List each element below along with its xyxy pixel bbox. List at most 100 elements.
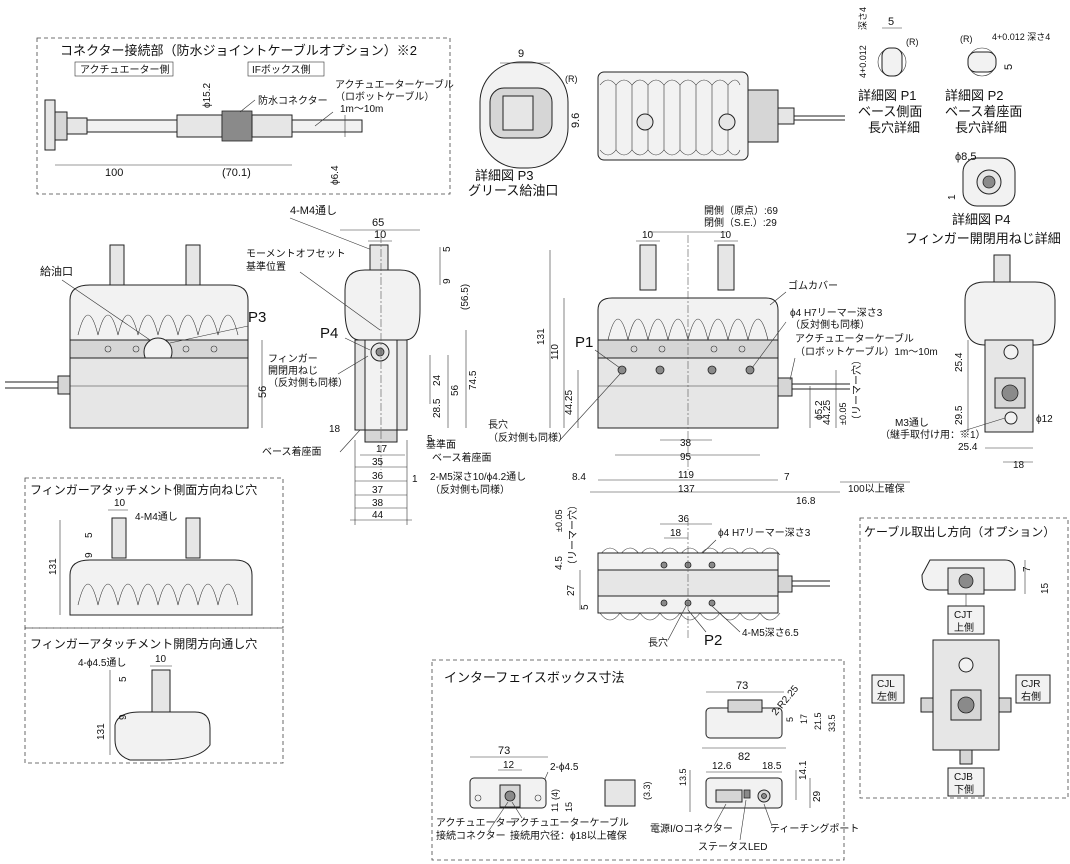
front-dim-1: 1 <box>412 474 418 485</box>
p4-title-2: フィンガー開閉用ねじ詳細 <box>905 231 1061 246</box>
connector-flange <box>44 99 56 151</box>
p2-r: (R) <box>960 34 973 44</box>
connector-frame <box>36 37 451 195</box>
p2-depth: 4+0.012 深さ4 <box>992 32 1050 42</box>
p2-dim-5: 5 <box>1003 64 1015 70</box>
right-dim-18: 18 <box>1013 460 1025 471</box>
p1-title-1: 詳細図 P1 <box>858 88 917 103</box>
main-dim-10a: 10 <box>642 230 654 241</box>
bottom-tol: ±0.05 <box>554 510 564 532</box>
front-dim-10: 10 <box>374 229 386 241</box>
front-dim-18: 18 <box>329 424 341 435</box>
main-cable-label-1: アクチュエーターケーブル <box>795 332 914 345</box>
cable-label-2: （ロボットケーブル） <box>335 90 434 103</box>
ifbox-cable-2: 接続用穴径：ϕ18以上確保 <box>510 829 627 842</box>
finger-label-3: （反対側も同様） <box>268 376 348 389</box>
ifbox-title: インターフェイスボックス寸法 <box>444 670 624 685</box>
ifbox-frame <box>431 659 845 861</box>
side-dim-56: 56 <box>257 386 269 398</box>
cable-direction-title: ケーブル取出し方向（オプション） <box>864 524 1055 539</box>
p1-title-2: ベース側面 <box>858 104 922 119</box>
cable-direction-section: ケーブル取出し方向（オプション） 7 15 CJT 上側 CJL 左側 CJR … <box>859 517 1069 799</box>
if-cable-segment <box>291 119 363 133</box>
ifbox-dim-phi-4-5: 2-ϕ4.5 <box>550 762 579 773</box>
p1-r: (R) <box>906 37 919 47</box>
p4-dim-1: 1 <box>947 194 958 200</box>
front-dim-35: 35 <box>372 457 384 468</box>
connector-title: コネクター接続部（防水ジョイントケーブルオプション）※2 <box>60 43 417 58</box>
ifbox-dim-15: 15 <box>564 802 574 812</box>
p3-label: P3 <box>248 309 266 326</box>
main-dim-137: 137 <box>678 484 695 495</box>
main-dim-phi-5-2: ϕ5.2 <box>814 400 825 420</box>
bottom-dim-4-5: 4.5 <box>554 556 565 570</box>
dim-phi-15-2: ϕ15.2 <box>202 82 213 108</box>
reamer-label-1: ϕ4 H7リーマー深さ3 <box>790 307 883 319</box>
cjr-sub: 右側 <box>1021 690 1041 703</box>
finger-side-section: フィンガーアタッチメント側面方向ねじ穴 4-M4通し 10 131 5 9 <box>24 477 284 629</box>
connector-sleeve <box>66 117 88 135</box>
main-reamer-hole: （リーマー穴） <box>850 355 863 425</box>
p2-title-2: ベース着座面 <box>945 104 1022 119</box>
finger-open-section: フィンガーアタッチメント開閉方向通し穴 4-ϕ4.5通し 10 131 5 9 <box>24 627 284 764</box>
cjr-box <box>1015 674 1051 704</box>
if-side-label: IFボックス側 <box>252 63 311 76</box>
main-dim-10b: 10 <box>720 230 732 241</box>
detail-p2: 4+0.012 深さ4 (R) 5 詳細図 P2 ベース着座面 長穴詳細 <box>945 32 1050 135</box>
cjb-label: CJB <box>954 772 973 783</box>
right-view: 25.4 29.5 25.4 18 M3通し （継手取付け用：※1） ϕ12 <box>880 254 1056 471</box>
main-dim-8-4: 8.4 <box>572 472 586 483</box>
connector-body-right <box>251 114 293 138</box>
front-dim-56-5: (56.5) <box>460 284 471 310</box>
finger-open-dim-9: 9 <box>118 714 129 720</box>
ifbox-dim-13-5: 13.5 <box>678 768 688 786</box>
finger-side-dim-131: 131 <box>48 558 59 575</box>
main-dim-95: 95 <box>680 452 692 463</box>
finger-open-title: フィンガーアタッチメント開閉方向通し穴 <box>30 636 257 651</box>
ifbox-power: 電源I/Oコネクター <box>650 822 733 835</box>
front-m4: 4-M4通し <box>290 204 337 217</box>
p3-title-1: 詳細図 P3 <box>475 168 534 183</box>
actuator-cable-segment <box>86 119 178 133</box>
m5-label-2: （反対側も同様） <box>430 483 510 496</box>
status-led <box>743 789 751 799</box>
main-cable-label-2: （ロボットケーブル）1m〜10m <box>795 345 938 358</box>
connector-nut <box>54 111 68 141</box>
front-dim-65: 65 <box>372 217 384 229</box>
waterproof-connector <box>221 110 253 142</box>
front-dim-36: 36 <box>372 471 384 482</box>
ifbox-dim-33-5: 33.5 <box>827 714 837 732</box>
cable-label-3: 1m〜10m <box>340 104 383 115</box>
cjl-box <box>871 674 905 704</box>
main-dim-44-25: 44.25 <box>564 390 575 415</box>
m5-label-1: 2-M5深さ10/ϕ4.2通し <box>430 471 526 483</box>
detail-p4: ϕ8.5 1 詳細図 P4 フィンガー開閉用ねじ詳細 <box>905 151 1061 246</box>
side-view: 給油口 P3 56 <box>5 244 269 429</box>
p2-title-3: 長穴詳細 <box>955 120 1007 135</box>
rubber-cover-label: ゴムカバー <box>788 279 838 292</box>
front-dim-74-5: 74.5 <box>468 370 479 390</box>
detail-p3: 9 (R) 9.6 詳細図 P3 グリース給油口 <box>468 48 582 198</box>
front-dim-28-5: 28.5 <box>432 398 443 418</box>
m3-label-1: M3通し <box>895 417 929 429</box>
open-origin: 開側（原点）:69 <box>704 204 778 217</box>
finger-side-frame <box>24 477 284 629</box>
connector-section: コネクター接続部（防水ジョイントケーブルオプション）※2 アクチュエーター側 I… <box>36 37 454 195</box>
bottom-slot: 長穴 <box>648 636 668 649</box>
cjt-sub: 上側 <box>954 621 974 634</box>
p4-title-1: 詳細図 P4 <box>952 212 1011 227</box>
cable-dim-7: 7 <box>1022 566 1033 572</box>
cjt-label: CJT <box>954 610 972 621</box>
cjb-sub: 下側 <box>954 783 974 796</box>
bottom-m5: 4-M5深さ6.5 <box>742 627 799 639</box>
p1-dim-5: 5 <box>888 16 894 28</box>
ifbox-dim-21-5: 21.5 <box>813 712 823 730</box>
ifbox-dim-3-3: (3.3) <box>642 781 652 800</box>
front-view: 4-M4通し 65 10 モーメントオフセット 基準位置 P4 フィンガー 開閉… <box>246 204 526 525</box>
bellows-top <box>599 79 741 156</box>
p2-label: P2 <box>704 632 722 649</box>
finger-side-dim-9: 9 <box>84 552 95 558</box>
p4-dia: ϕ8.5 <box>955 151 976 163</box>
open-se: 閉側（S.E.）:29 <box>704 216 777 229</box>
detail-p1: 5 深さ4 4+0.012 (R) 詳細図 P1 ベース側面 長穴詳細 <box>858 7 922 135</box>
